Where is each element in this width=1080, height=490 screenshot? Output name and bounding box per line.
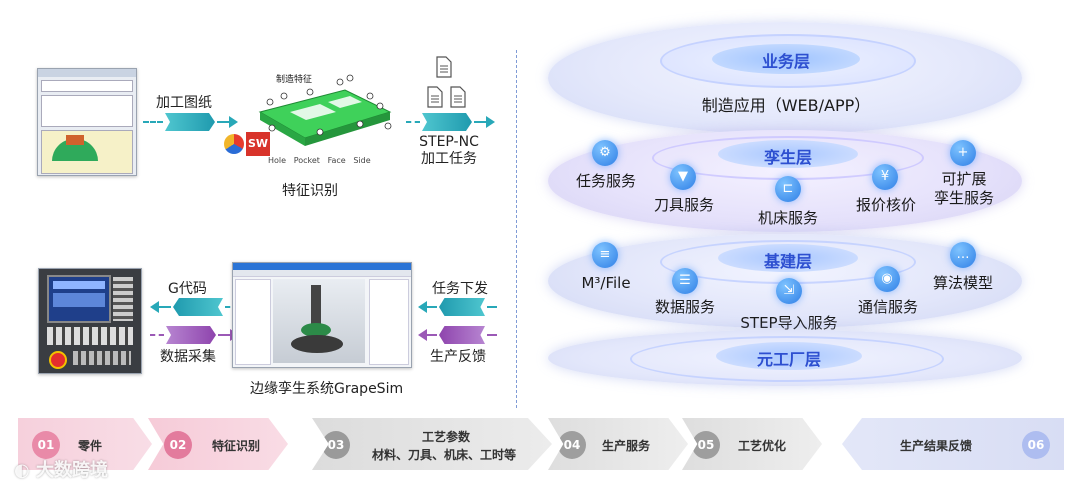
infra-service-file: M³/File	[581, 274, 631, 292]
step-05-num: 05	[692, 431, 720, 459]
step-01: 01 零件	[18, 418, 152, 470]
step-06-text: 生产结果反馈	[900, 439, 973, 453]
legend-hole: Hole	[268, 156, 287, 165]
meta-tag-bg	[716, 342, 862, 370]
business-tag: 业务层	[761, 52, 810, 71]
network-icon: ◉	[874, 266, 900, 292]
gear-icon: ⚙	[592, 140, 618, 166]
step-03-sub: 材料、刀具、机床、工时等	[372, 448, 517, 462]
twin-service-quote: 报价核价	[855, 196, 916, 214]
step-04-text: 生产服务	[602, 439, 651, 453]
infra-service-algo: 算法模型	[932, 274, 993, 292]
sw-logo: SW	[246, 132, 270, 156]
meta-inner-ring	[630, 336, 944, 382]
vertical-divider	[516, 50, 517, 408]
machine-icon: ⊏	[775, 176, 801, 202]
step-06-num: 06	[1022, 431, 1050, 459]
cnc-controller-image	[38, 268, 142, 374]
doc-icon-single	[436, 56, 452, 78]
step-01-text: 零件	[78, 439, 103, 453]
grapesim-screenshot	[232, 262, 412, 368]
step-05-text: 工艺优化	[738, 439, 787, 453]
step-04-num: 04	[558, 431, 586, 459]
infra-service-data: 数据服务	[654, 298, 715, 316]
feedback-label: 生产反馈	[430, 349, 486, 365]
infra-tag-bg	[718, 244, 858, 272]
step-06: 生产结果反馈 06	[842, 418, 1064, 470]
twin-service-machine: 机床服务	[757, 209, 818, 227]
doc-icon-left	[427, 86, 443, 108]
business-inner-ring	[660, 34, 916, 88]
arrow-feedback	[418, 326, 498, 344]
step-02-num: 02	[164, 431, 192, 459]
business-tag-bg	[712, 44, 860, 74]
legend-face: Face	[327, 156, 346, 165]
infra-service-step: STEP导入服务	[740, 314, 838, 332]
stepnc-label: STEP-NC 加工任务	[419, 134, 479, 167]
business-text: 制造应用（WEB/APP）	[701, 96, 871, 115]
twin-service-tool: 刀具服务	[653, 196, 714, 214]
legend-pocket: Pocket	[293, 156, 320, 165]
twin-tag: 孪生层	[763, 148, 812, 167]
feature-part-image	[258, 74, 392, 146]
twin-service-extend: 可扩展 孪生服务	[933, 170, 994, 207]
step-04: 04 生产服务	[548, 418, 688, 470]
twin-service-task: 任务服务	[575, 172, 636, 190]
database-icon: ☰	[672, 268, 698, 294]
step-03-text: 工艺参数	[422, 430, 471, 444]
collect-label: 数据采集	[160, 349, 216, 365]
infra-service-comm: 通信服务	[857, 298, 918, 316]
feature-legend: Hole Pocket Face Side	[268, 156, 371, 165]
step-02-text: 特征识别	[212, 439, 261, 453]
infra-tag: 基建层	[763, 252, 812, 271]
plus-file-icon: +	[950, 140, 976, 166]
gcode-label: G代码	[168, 281, 207, 297]
doc-icon: ≡	[592, 242, 618, 268]
twin-tag-bg	[718, 140, 858, 168]
chat-icon: …	[950, 242, 976, 268]
feature-caption: 特征识别	[282, 183, 338, 199]
import-icon: ⇲	[776, 278, 802, 304]
arrow-drawing	[143, 113, 238, 131]
step-01-num: 01	[32, 431, 60, 459]
doc-icon-right	[450, 86, 466, 108]
arrow-task	[418, 298, 498, 316]
tool-icon: ▼	[670, 164, 696, 190]
step-03-num: 03	[322, 431, 350, 459]
yen-icon: ¥	[872, 164, 898, 190]
step-02: 02 特征识别	[148, 418, 288, 470]
meta-factory-tag: 元工厂层	[756, 350, 821, 369]
cad-screenshot	[37, 68, 137, 176]
task-label: 任务下发	[432, 281, 488, 297]
watermark-text: 大数跨境	[35, 460, 108, 481]
watermark-logo-icon: ◐	[14, 460, 36, 481]
drawing-label: 加工图纸	[156, 95, 212, 111]
grapesim-caption: 边缘孪生系统GrapeSim	[250, 381, 404, 397]
legend-side: Side	[353, 156, 371, 165]
arrow-collect	[150, 326, 240, 344]
step-05: 05 工艺优化	[682, 418, 822, 470]
watermark: ◐ 大数跨境	[14, 456, 108, 482]
solidworks-logo	[224, 134, 244, 154]
step-03: 03 工艺参数 材料、刀具、机床、工时等	[312, 418, 552, 470]
arrow-gcode	[150, 298, 240, 316]
arrow-stepnc	[406, 113, 496, 131]
feature-title: 制造特征	[276, 75, 313, 85]
